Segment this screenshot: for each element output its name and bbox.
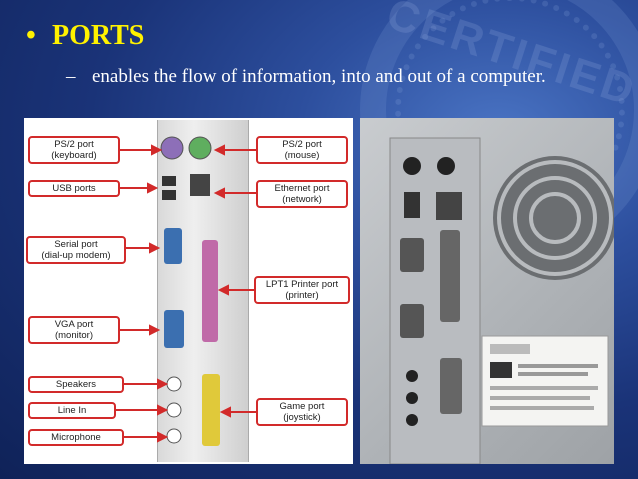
title-text: PORTS — [52, 20, 144, 51]
description-text: enables the flow of information, into an… — [66, 66, 606, 88]
label-line-in: Line In — [28, 402, 116, 419]
computer-back-illustration — [360, 118, 614, 464]
label-game-port: Game port(joystick) — [256, 398, 348, 426]
slide-title: •PORTS — [26, 20, 144, 52]
computer-back-photo — [360, 118, 614, 464]
label-vga: VGA port(monitor) — [28, 316, 120, 344]
label-ethernet: Ethernet port(network) — [256, 180, 348, 208]
label-speakers: Speakers — [28, 376, 124, 393]
label-microphone: Microphone — [28, 429, 124, 446]
bullet-icon: • — [26, 20, 52, 52]
label-ps2-mouse: PS/2 port(mouse) — [256, 136, 348, 164]
label-ps2-keyboard: PS/2 port(keyboard) — [28, 136, 120, 164]
labeled-ports-diagram: PS/2 port(keyboard) USB ports Serial por… — [24, 118, 353, 464]
sub-bullet: – enables the flow of information, into … — [66, 66, 606, 88]
label-lpt1: LPT1 Printer port(printer) — [254, 276, 350, 304]
label-serial: Serial port(dial-up modem) — [26, 236, 126, 264]
label-usb: USB ports — [28, 180, 120, 197]
dash-icon: – — [66, 66, 76, 88]
